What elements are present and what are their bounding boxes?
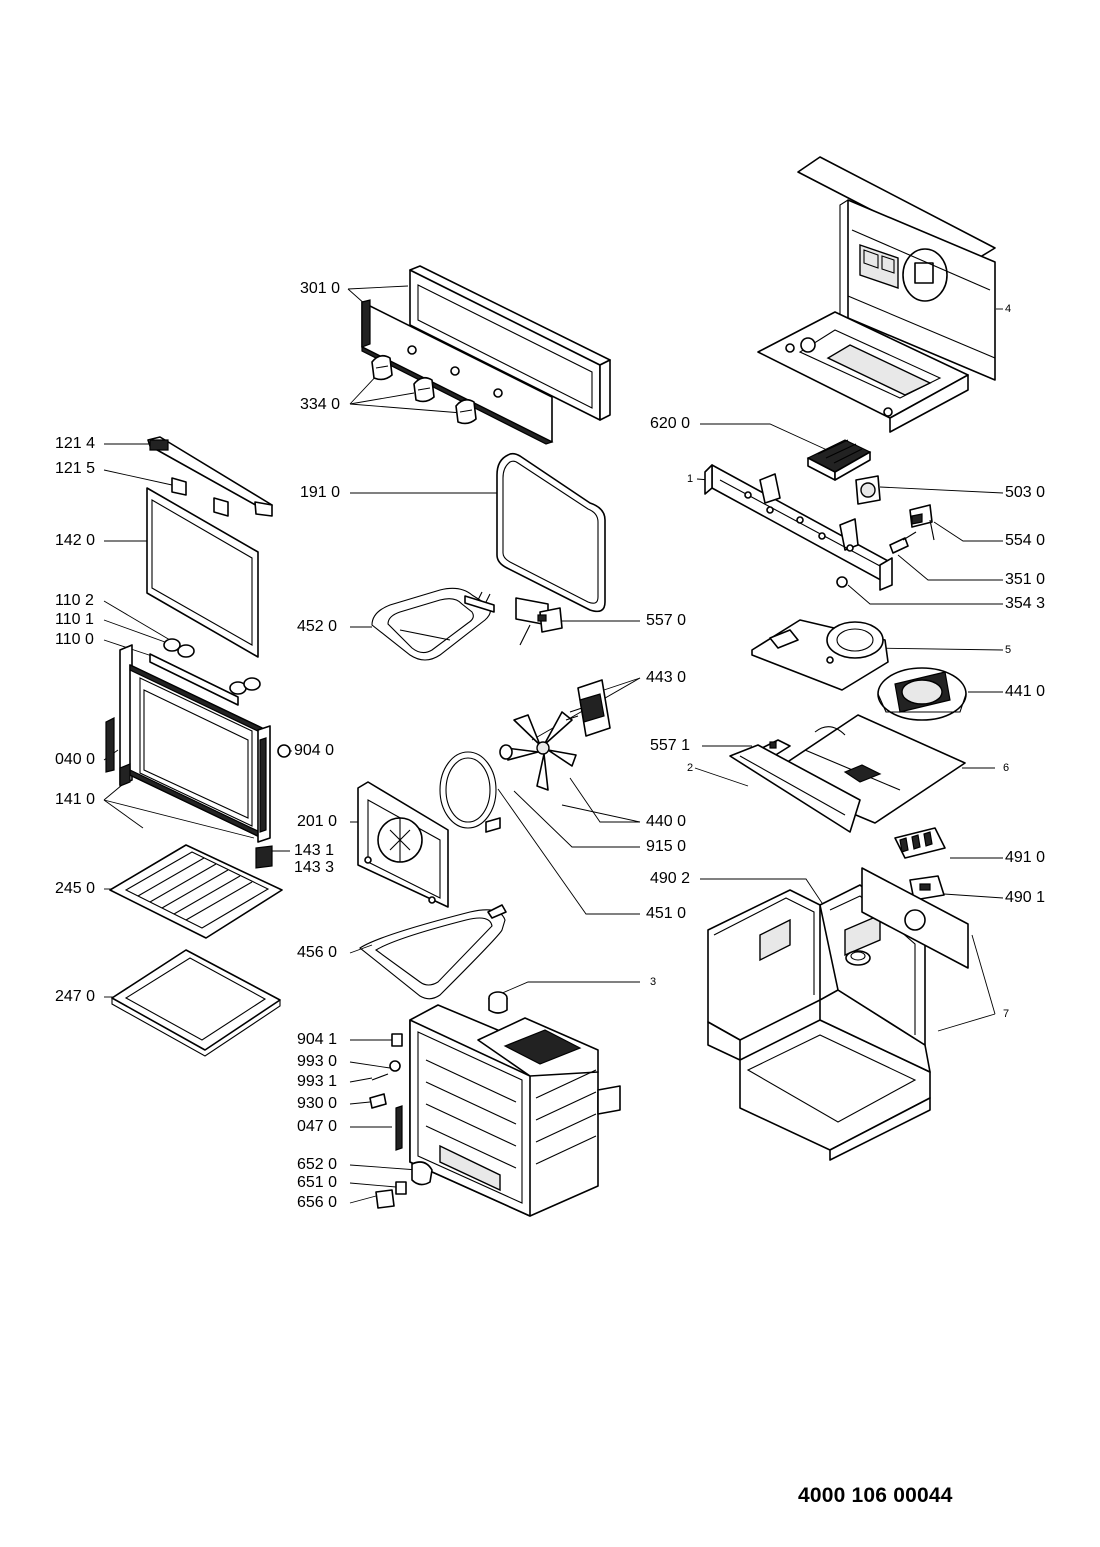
callout-930-0: 930 0 <box>297 1095 338 1112</box>
callout-3: 3 <box>650 976 657 988</box>
callout-993-0: 993 0 <box>297 1053 338 1070</box>
callout-047-0: 047 0 <box>297 1118 338 1135</box>
callout-351-0: 351 0 <box>1005 571 1046 588</box>
selector-switch <box>855 475 881 505</box>
callout-441-0: 441 0 <box>1005 683 1046 700</box>
grill-element <box>371 587 495 661</box>
callout-656-0: 656 0 <box>297 1194 338 1211</box>
callout-110-2: 110 2 <box>55 592 94 609</box>
callout-443-0: 443 0 <box>646 669 687 686</box>
callout-142-0: 142 0 <box>55 532 96 549</box>
terminal-block <box>806 439 872 481</box>
control-panel-frame <box>704 464 893 591</box>
callout-040-0: 040 0 <box>55 751 96 768</box>
callout-915-0: 915 0 <box>646 838 687 855</box>
callout-503-0: 503 0 <box>1005 484 1046 501</box>
callout-110-0: 110 0 <box>55 631 94 648</box>
callout-143-3: 143 3 <box>294 859 335 876</box>
callout-191-0: 191 0 <box>300 484 341 501</box>
convection-fan-blade <box>505 711 577 791</box>
callout-1: 1 <box>687 473 694 485</box>
callout-993-1: 993 1 <box>297 1073 338 1090</box>
callout-110-1: 110 1 <box>55 611 94 628</box>
callout-651-0: 651 0 <box>297 1174 338 1191</box>
callout-334-0: 334 0 <box>300 396 341 413</box>
callout-5: 5 <box>1005 644 1012 656</box>
outer-cabinet <box>707 867 969 1161</box>
fan-motor <box>565 679 611 737</box>
callout-490-2: 490 2 <box>650 870 691 887</box>
thermostat <box>515 597 563 646</box>
callout-121-4: 121 4 <box>55 435 96 452</box>
regulator <box>909 504 935 541</box>
front-control-panel <box>361 265 611 445</box>
callout-2: 2 <box>687 762 694 774</box>
callout-301-0: 301 0 <box>300 280 341 297</box>
small-fasteners <box>369 1033 433 1209</box>
callout-4: 4 <box>1005 303 1012 315</box>
lamp-holder <box>889 531 917 554</box>
callout-557-0: 557 0 <box>646 612 687 629</box>
callout-7: 7 <box>1003 1008 1010 1020</box>
front-strip <box>729 744 861 833</box>
callout-904-0: 904 0 <box>294 742 335 759</box>
callout-141-0: 141 0 <box>55 791 96 808</box>
upper-fan-plate <box>751 619 889 691</box>
power-connector <box>909 875 945 901</box>
oven-cavity <box>409 1004 621 1217</box>
handle-brackets <box>171 477 229 517</box>
baking-tray <box>111 949 281 1057</box>
control-knobs <box>371 354 477 425</box>
door-outer-glass <box>146 487 259 658</box>
fan-guard <box>845 950 871 966</box>
door-assembly <box>105 644 291 869</box>
fan-baffle <box>357 781 449 908</box>
callout-143-1: 143 1 <box>294 842 335 859</box>
callout-245-0: 245 0 <box>55 880 96 897</box>
callout-557-1: 557 1 <box>650 737 691 754</box>
lower-heating-element <box>359 904 507 1000</box>
callout-452-0: 452 0 <box>297 618 338 635</box>
callout-247-0: 247 0 <box>55 988 96 1005</box>
connector-block <box>894 827 946 859</box>
callout-652-0: 652 0 <box>297 1156 338 1173</box>
callout-451-0: 451 0 <box>646 905 687 922</box>
callout-121-5: 121 5 <box>55 460 96 477</box>
callout-490-1: 490 1 <box>1005 889 1046 906</box>
callout-491-0: 491 0 <box>1005 849 1046 866</box>
fan-nut <box>499 744 513 760</box>
callout-6: 6 <box>1003 762 1010 774</box>
callout-440-0: 440 0 <box>646 813 687 830</box>
callout-201-0: 201 0 <box>297 813 338 830</box>
oven-shelf <box>109 844 283 939</box>
callout-904-1: 904 1 <box>297 1031 338 1048</box>
hinge-covers <box>149 638 261 706</box>
callout-554-0: 554 0 <box>1005 532 1046 549</box>
document-code: 4000 106 00044 <box>798 1484 953 1507</box>
cooling-fan-motor <box>877 667 967 721</box>
top-cover <box>757 156 996 433</box>
door-handle <box>147 436 273 517</box>
callout-456-0: 456 0 <box>297 944 338 961</box>
lamp-cover <box>488 991 508 1014</box>
callout-354-3: 354 3 <box>1005 595 1046 612</box>
door-gasket <box>496 452 606 613</box>
callout-620-0: 620 0 <box>650 415 691 432</box>
circular-heating-element <box>439 751 501 833</box>
